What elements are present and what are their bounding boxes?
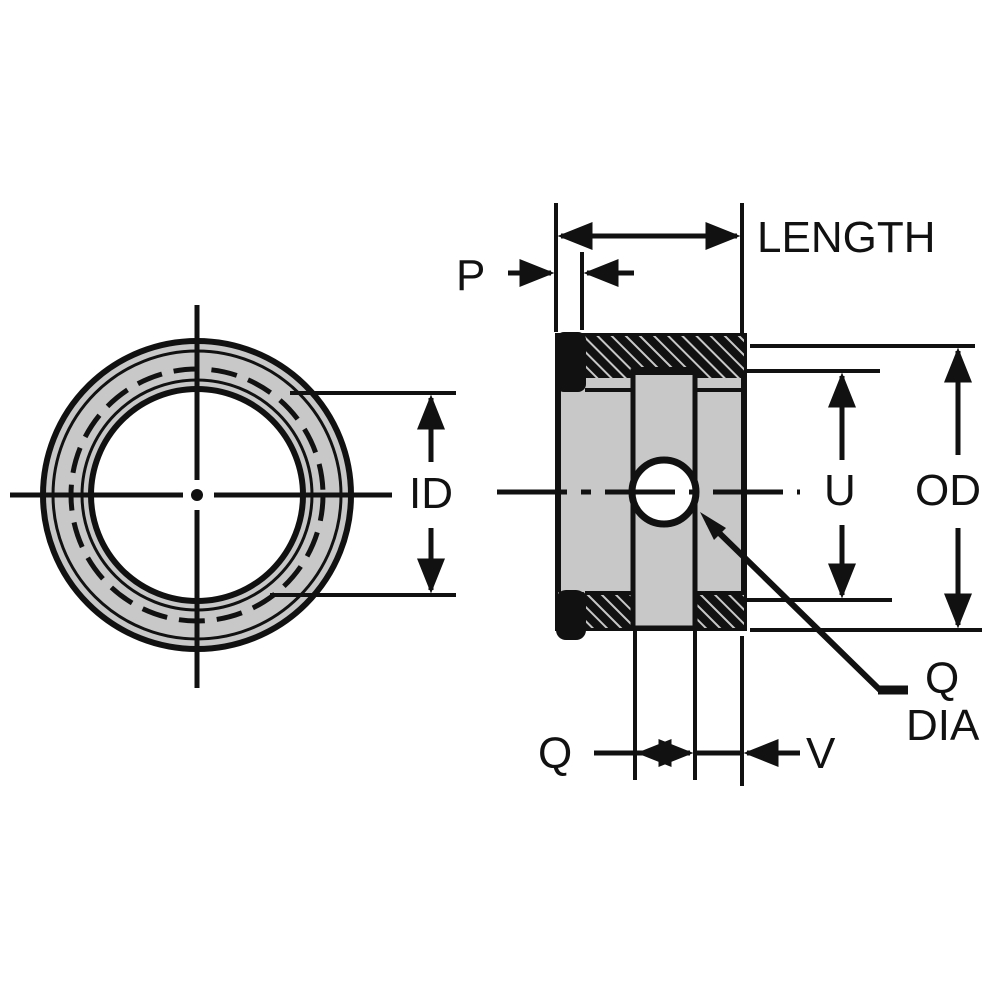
od-label: OD: [915, 466, 981, 515]
q-dia-arrowhead: [700, 512, 726, 540]
id-label: ID: [409, 469, 453, 518]
q-dia-leader: [705, 519, 883, 693]
flange-top: [556, 332, 586, 392]
end-view: ID: [10, 305, 456, 688]
v-label: V: [806, 729, 836, 778]
q-dia-label-line1: Q: [925, 654, 959, 703]
q-label: Q: [538, 729, 572, 778]
flange-bottom: [556, 590, 586, 640]
side-view: LENGTH P U OD Q DIA Q V: [456, 203, 982, 786]
p-label: P: [456, 251, 485, 300]
length-label: LENGTH: [757, 213, 935, 262]
q-dia-label-line2: DIA: [906, 701, 980, 750]
u-label: U: [824, 466, 856, 515]
center-dot: [191, 489, 203, 501]
